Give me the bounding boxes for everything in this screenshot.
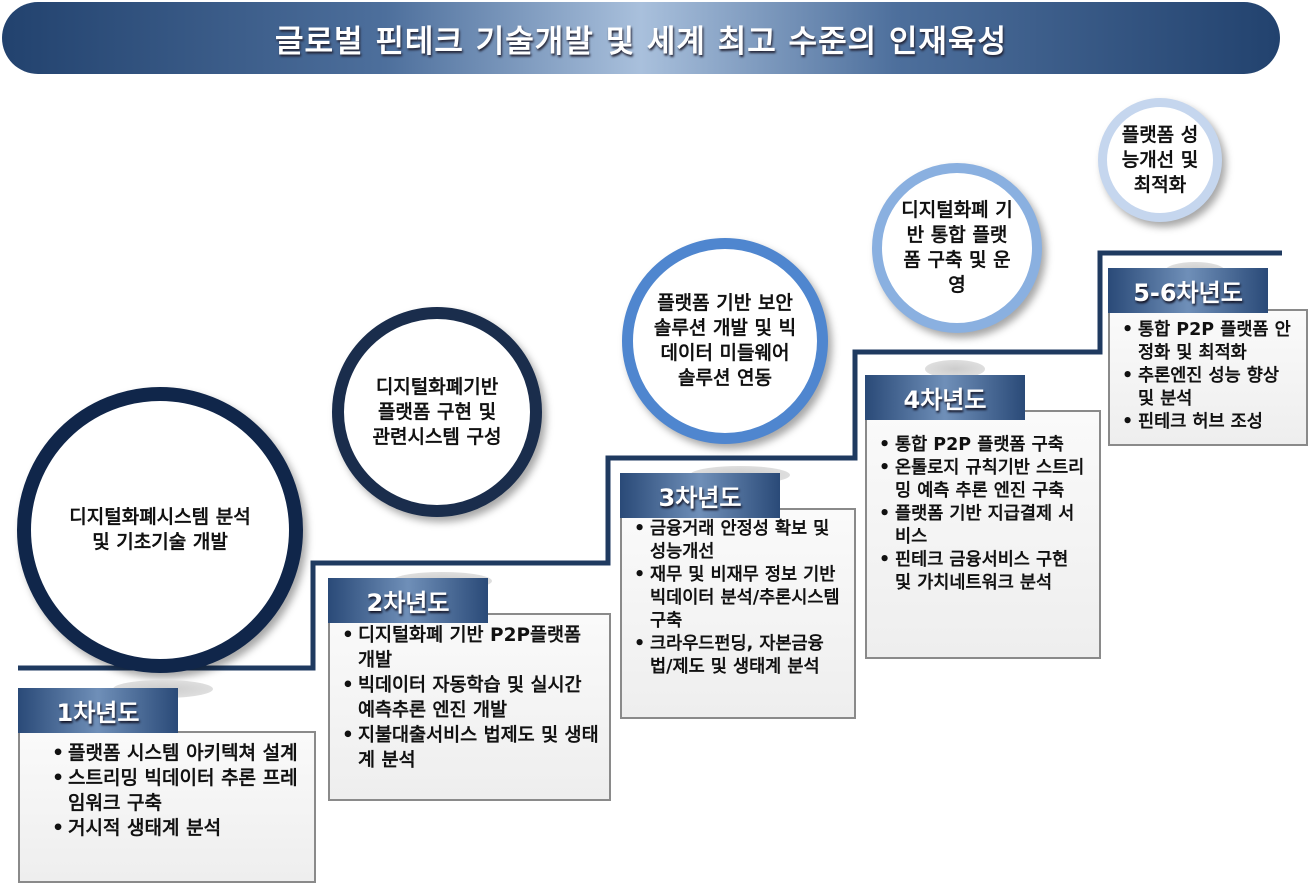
task-item: 스트리밍 빅데이터 추론 프레임워크 구축: [52, 766, 304, 816]
task-item: 거시적 생태계 분석: [52, 816, 304, 841]
goal-circle-2: 디지털화폐기반 플랫폼 구현 및 관련시스템 구성: [332, 307, 542, 517]
year-tasks-4: 통합 P2P 플랫폼 구축온톨로지 규칙기반 스트리밍 예측 추론 엔진 구축플…: [865, 410, 1101, 659]
year-tasks-2: 디지털화폐 기반 P2P플랫폼 개발빅데이터 자동학습 및 실시간 예측추론 엔…: [328, 613, 611, 801]
year-label-5: 5-6차년도: [1108, 268, 1268, 313]
goal-text: 플랫폼 성능개선 및 최적화: [1121, 123, 1199, 196]
year-tasks-5: 통합 P2P 플랫폼 안정화 및 최적화추론엔진 성능 향상 및 분석핀테크 허…: [1108, 309, 1308, 446]
goal-circle-1: 디지털화폐시스템 분석 및 기초기술 개발: [17, 387, 303, 673]
task-item: 통합 P2P 플랫폼 안정화 및 최적화: [1122, 319, 1296, 365]
task-item: 핀테크 허브 조성: [1122, 411, 1296, 434]
goal-text: 디지털화폐기반 플랫폼 구현 및 관련시스템 구성: [372, 375, 502, 448]
year-tasks-3: 금융거래 안정성 확보 및 성능개선재무 및 비재무 정보 기반 빅데이터 분석…: [620, 508, 856, 719]
year-label-4: 4차년도: [865, 375, 1025, 420]
goal-text: 디지털화폐시스템 분석 및 기초기술 개발: [69, 506, 251, 553]
year-tasks-1: 플랫폼 시스템 아키텍쳐 설계스트리밍 빅데이터 추론 프레임워크 구축거시적 …: [18, 731, 316, 883]
year-label-3: 3차년도: [620, 473, 780, 518]
goal-circle-3: 플랫폼 기반 보안솔루션 개발 및 빅데이터 미들웨어 솔루션 연동: [622, 238, 828, 444]
task-item: 온톨로지 규칙기반 스트리밍 예측 추론 엔진 구축: [879, 457, 1089, 503]
step-shadow: [925, 360, 985, 378]
task-item: 핀테크 금융서비스 구현 및 가치네트워크 분석: [879, 549, 1089, 595]
task-item: 재무 및 비재무 정보 기반 빅데이터 분석/추론시스템 구축: [634, 564, 844, 633]
year-label-2: 2차년도: [328, 578, 488, 623]
task-item: 빅데이터 자동학습 및 실시간 예측추론 엔진 개발: [342, 673, 599, 723]
goal-text: 디지털화폐 기반 통합 플랫폼 구축 및 운영: [901, 199, 1013, 296]
goal-circle-4: 디지털화폐 기반 통합 플랫폼 구축 및 운영: [872, 163, 1042, 333]
task-item: 플랫폼 시스템 아키텍쳐 설계: [52, 741, 304, 766]
goal-text: 플랫폼 기반 보안솔루션 개발 및 빅데이터 미들웨어 솔루션 연동: [653, 292, 797, 389]
task-item: 디지털화폐 기반 P2P플랫폼 개발: [342, 623, 599, 673]
task-item: 통합 P2P 플랫폼 구축: [879, 434, 1089, 457]
page-title: 글로벌 핀테크 기술개발 및 세계 최고 수준의 인재육성: [2, 2, 1280, 74]
year-label-1: 1차년도: [18, 688, 178, 733]
task-item: 금융거래 안정성 확보 및 성능개선: [634, 518, 844, 564]
goal-circle-5: 플랫폼 성능개선 및 최적화: [1098, 98, 1222, 222]
task-item: 플랫폼 기반 지급결제 서비스: [879, 503, 1089, 549]
task-item: 크라우드펀딩, 자본금융법/제도 및 생태계 분석: [634, 633, 844, 679]
task-item: 추론엔진 성능 향상 및 분석: [1122, 365, 1296, 411]
task-item: 지불대출서비스 법제도 및 생태계 분석: [342, 723, 599, 773]
